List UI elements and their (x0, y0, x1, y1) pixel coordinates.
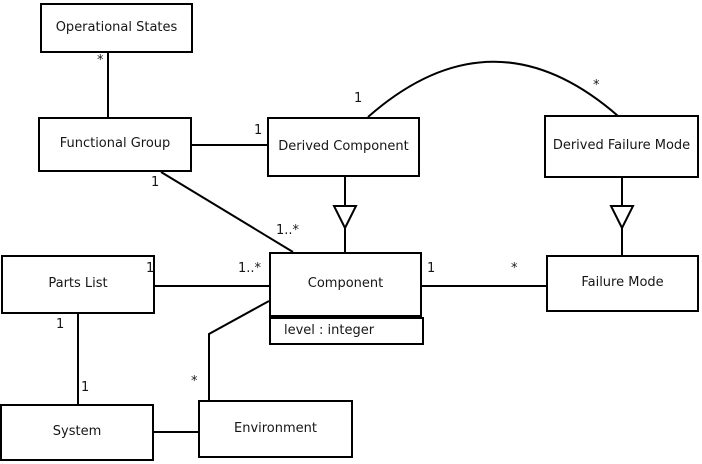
hollow-triangle-arrowhead-icon (332, 205, 358, 231)
node-component-label: Component (307, 276, 384, 292)
node-functional-group: Functional Group (38, 117, 192, 172)
multiplicity-derived-component-left-end: 1 (254, 123, 263, 138)
edge-component-environment (208, 300, 270, 400)
node-functional-group-label: Functional Group (59, 136, 171, 152)
node-derived-component: Derived Component (267, 117, 420, 177)
multiplicity-system-top-end: 1 (81, 380, 90, 395)
hollow-triangle-arrowhead-icon (609, 205, 635, 231)
node-parts-list-label: Parts List (48, 276, 108, 292)
multiplicity-derived-failure-mode-arc-end: * (593, 78, 600, 93)
multiplicity-derived-component-arc-end: 1 (354, 91, 363, 106)
generalization-derived-component-component (332, 177, 358, 252)
multiplicity-component-left-end: 1..* (238, 261, 262, 276)
node-derived-failure-mode: Derived Failure Mode (544, 115, 699, 178)
node-failure-mode-label: Failure Mode (581, 275, 664, 291)
multiplicity-parts-list-bottom-end: 1 (56, 317, 65, 332)
node-environment: Environment (198, 400, 353, 458)
multiplicity-operational-states-end: * (97, 53, 104, 68)
component-attribute-level: level : integer (284, 322, 375, 338)
node-component: Component (269, 252, 422, 317)
multiplicity-parts-list-right-end: 1 (146, 261, 155, 276)
edge-derived-component-derived-failure-mode-arc (367, 60, 619, 118)
node-system: System (0, 404, 154, 461)
node-operational-states-label: Operational States (55, 19, 178, 35)
node-system-label: System (52, 424, 102, 440)
node-environment-label: Environment (233, 420, 317, 436)
node-operational-states: Operational States (40, 3, 193, 53)
node-parts-list: Parts List (1, 255, 155, 314)
generalization-derived-failure-mode-failure-mode (609, 178, 635, 255)
multiplicity-component-diag-end: 1..* (276, 223, 300, 238)
multiplicity-failure-mode-left-end: * (511, 261, 518, 276)
multiplicity-environment-top-end: * (191, 374, 198, 389)
edge-functional-group-component (160, 171, 294, 253)
multiplicity-functional-group-diag-end: 1 (151, 175, 160, 190)
multiplicity-component-right-end: 1 (427, 261, 436, 276)
node-derived-failure-mode-label: Derived Failure Mode (552, 138, 691, 154)
node-component-attributes: level : integer (269, 317, 424, 345)
node-failure-mode: Failure Mode (546, 255, 699, 312)
node-derived-component-label: Derived Component (278, 138, 409, 154)
